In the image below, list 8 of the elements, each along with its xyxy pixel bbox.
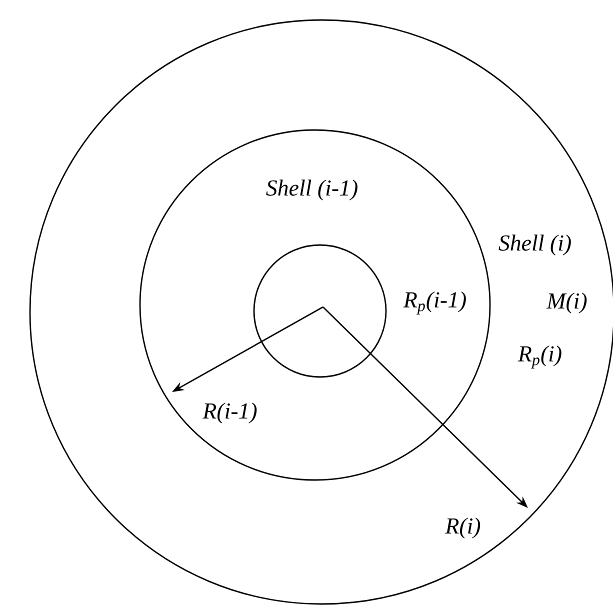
quantity-label: M(i) <box>546 292 587 314</box>
shell-label: Shell (i-1) <box>266 180 358 200</box>
shell-label: Shell (i) <box>498 234 571 256</box>
quantity-label: R$_{p}$(i-1) <box>403 291 466 315</box>
ring-circle <box>253 244 387 378</box>
quantity-label: R$_{p}$(i) <box>518 345 562 369</box>
radius-label: R(i-1) <box>202 402 257 424</box>
radius-label: R(i) <box>445 518 480 538</box>
